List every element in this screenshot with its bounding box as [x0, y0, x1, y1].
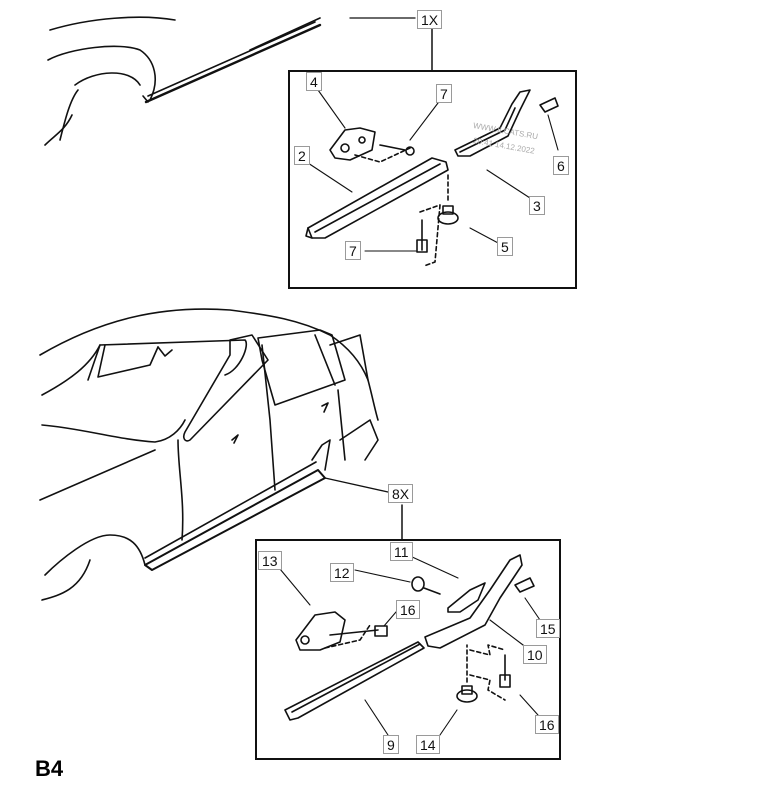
- callout-part-5[interactable]: 5: [497, 237, 513, 256]
- callout-quantity-1x[interactable]: 1X: [417, 10, 443, 29]
- callout-part-13[interactable]: 13: [258, 551, 282, 570]
- front-car-outline: [44, 16, 322, 146]
- callout-part-11[interactable]: 11: [390, 542, 413, 561]
- callout-part-3[interactable]: 3: [529, 196, 545, 215]
- rear-sill-parts: [279, 554, 541, 736]
- callout-part-14[interactable]: 14: [416, 735, 440, 754]
- page-id-label: B4: [35, 756, 64, 781]
- callout-part-7-bottom[interactable]: 7: [345, 241, 361, 260]
- callout-part-15[interactable]: 15: [536, 619, 560, 638]
- callout-part-2[interactable]: 2: [294, 146, 310, 165]
- front-sill-parts: [305, 89, 559, 267]
- callout-part-7-top[interactable]: 7: [436, 84, 452, 103]
- callout-part-16-right[interactable]: 16: [535, 715, 559, 734]
- rear-sill-detail-frame: [255, 539, 561, 760]
- callout-part-10[interactable]: 10: [523, 645, 547, 664]
- callout-part-4[interactable]: 4: [306, 72, 322, 91]
- callout-part-16-left[interactable]: 16: [396, 600, 420, 619]
- callout-part-12[interactable]: 12: [330, 563, 354, 582]
- front-sill-detail-frame: [288, 70, 577, 289]
- callout-part-9[interactable]: 9: [383, 735, 399, 754]
- rear-car-outline: [39, 308, 379, 601]
- callout-quantity-8x[interactable]: 8X: [388, 484, 414, 503]
- callout-part-6[interactable]: 6: [553, 156, 569, 175]
